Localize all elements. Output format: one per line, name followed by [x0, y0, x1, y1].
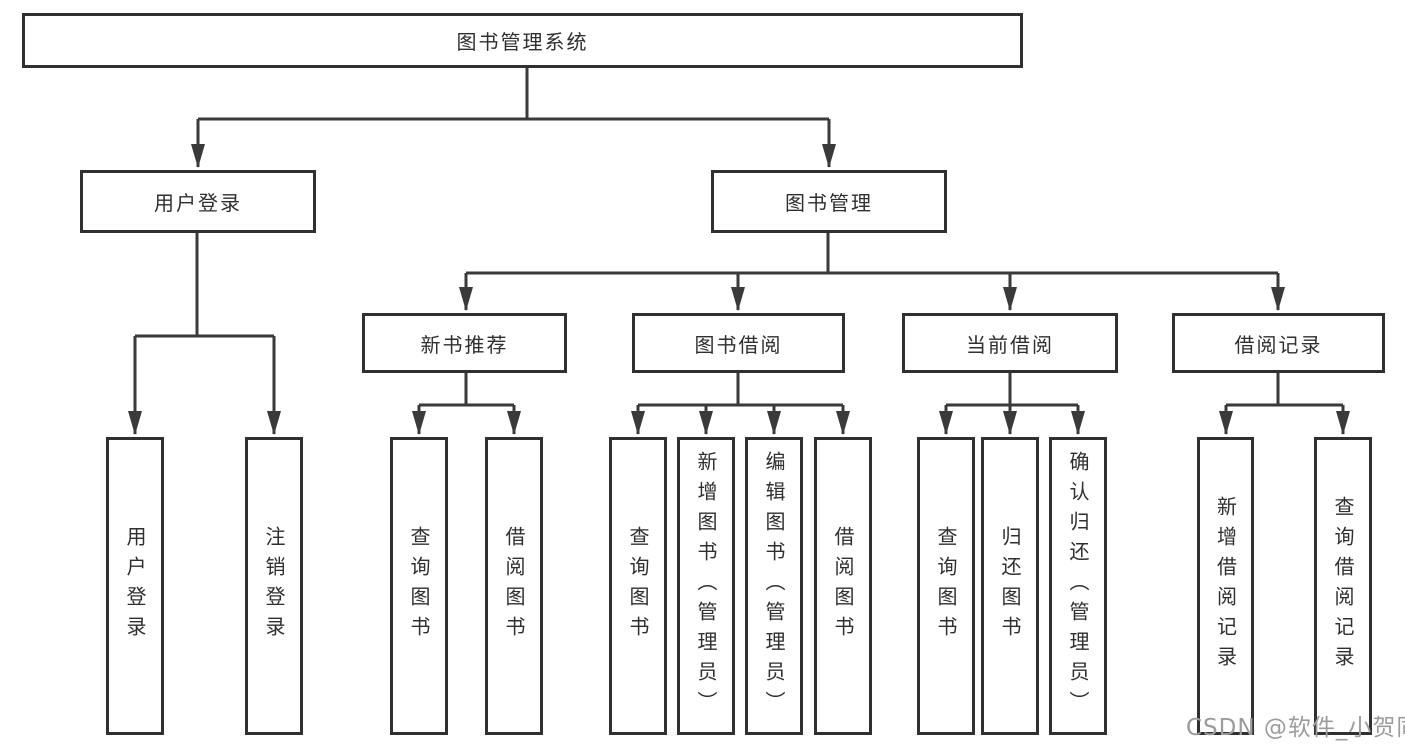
leaf-edit-books-admin: 编辑图书（管理员）	[745, 437, 803, 735]
node-library-management-system: 图书管理系统	[22, 13, 1023, 68]
csdn-watermark: CSDN @软件_小贺同学	[1186, 715, 1405, 741]
node-borrowing-records: 借阅记录	[1172, 313, 1385, 373]
leaf-query-books-3: 查询图书	[917, 437, 975, 735]
leaf-return-books: 归还图书	[981, 437, 1039, 735]
node-current-borrowing: 当前借阅	[902, 313, 1118, 373]
leaf-logout: 注销登录	[245, 437, 303, 735]
leaf-confirm-return-admin: 确认归还（管理员）	[1049, 437, 1107, 735]
leaf-query-books-1: 查询图书	[390, 437, 448, 735]
node-user-login: 用户登录	[80, 170, 316, 233]
node-book-management: 图书管理	[711, 170, 947, 233]
node-book-borrowing: 图书借阅	[632, 313, 845, 373]
leaf-add-books-admin: 新增图书（管理员）	[677, 437, 735, 735]
leaf-borrow-books-1: 借阅图书	[485, 437, 543, 735]
leaf-query-books-2: 查询图书	[609, 437, 667, 735]
leaf-borrow-books-2: 借阅图书	[814, 437, 872, 735]
leaf-query-borrow-record: 查询借阅记录	[1314, 437, 1372, 735]
node-new-book-recommendation: 新书推荐	[362, 313, 567, 373]
leaf-add-borrow-record: 新增借阅记录	[1197, 437, 1254, 735]
leaf-user-login: 用户登录	[106, 437, 164, 735]
